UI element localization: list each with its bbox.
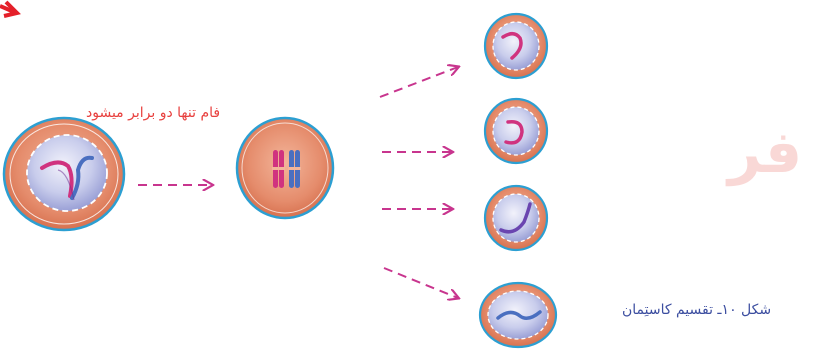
daughter-cell-1 [485, 14, 547, 78]
watermark-text: فر [728, 118, 802, 186]
parent-cell [4, 118, 124, 230]
arrows-to-daughter-cells [380, 67, 458, 298]
parent-nucleus [27, 135, 107, 211]
red-arrow-icon [0, 2, 17, 16]
figure-caption: شکل ۱۰ـ تقسیم کاستِمان [622, 302, 771, 318]
duplicated-cell [237, 118, 333, 218]
duplication-label: فام تنها دو برابر میشود [86, 105, 220, 121]
daughter-cell-4 [480, 283, 556, 347]
daughter-cell-2 [485, 99, 547, 163]
daughter-cell-3 [485, 186, 547, 250]
